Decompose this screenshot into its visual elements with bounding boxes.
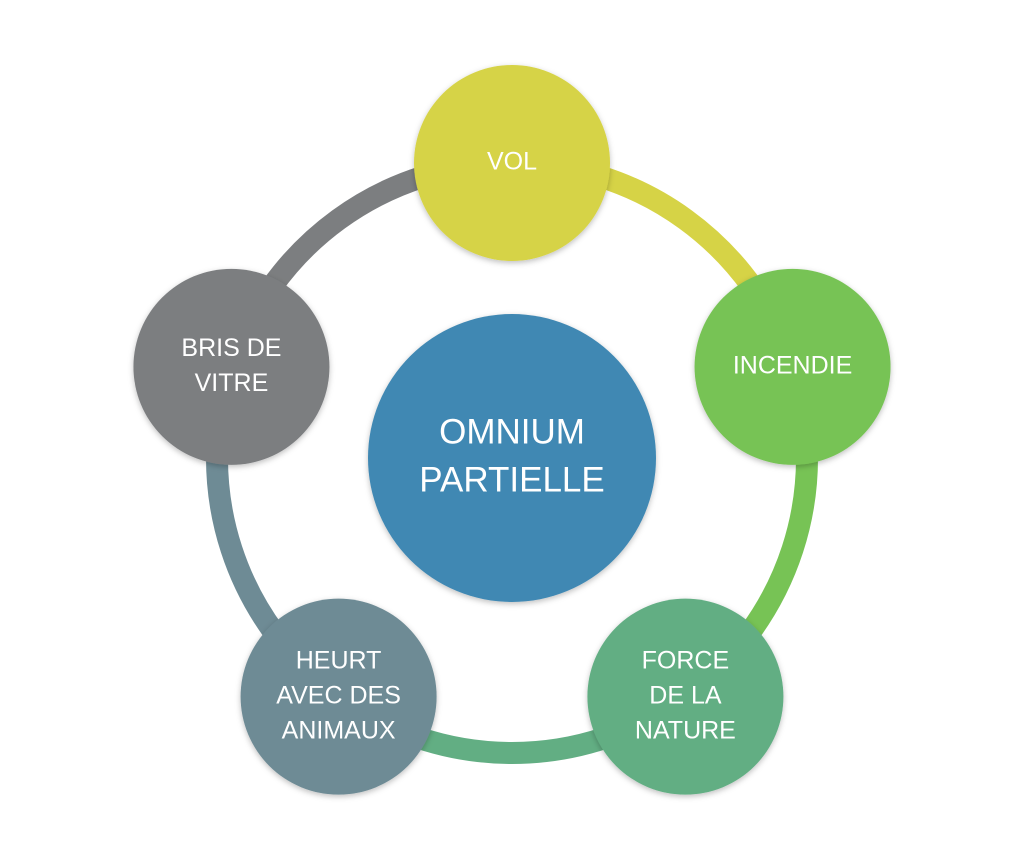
- center-group: OMNIUM PARTIELLE: [368, 314, 656, 602]
- node-label-heurt-avec-des-animaux-line-2: AVEC DES: [276, 681, 401, 709]
- node-incendie: INCENDIE: [694, 268, 891, 465]
- node-label-force-de-la-nature-line-2: DE LA: [649, 681, 722, 709]
- node-label-heurt-avec-des-animaux-line-3: ANIMAUX: [282, 716, 396, 744]
- node-label-vol-line-1: VOL: [487, 148, 537, 176]
- node-circle-vol: [414, 65, 610, 261]
- center-label-line-2: PARTIELLE: [419, 460, 604, 499]
- node-heurt-avec-des-animaux: HEURT AVEC DES ANIMAUX: [240, 598, 437, 795]
- node-label-bris-de-vitre-line-2: VITRE: [195, 369, 269, 397]
- node-bris-de-vitre: BRIS DE VITRE: [133, 268, 330, 465]
- node-force-de-la-nature: FORCE DE LA NATURE: [587, 598, 784, 795]
- node-circle-incendie: [694, 268, 891, 465]
- center-node: OMNIUM PARTIELLE: [368, 314, 656, 602]
- node-circle-heurt-avec-des-animaux: [240, 598, 437, 795]
- node-circle-bris-de-vitre: [133, 268, 330, 465]
- node-label-bris-de-vitre-line-1: BRIS DE: [181, 334, 281, 362]
- node-label-heurt-avec-des-animaux-line-1: HEURT: [296, 646, 382, 674]
- node-label-force-de-la-nature-line-1: FORCE: [642, 646, 730, 674]
- node-label-incendie-line-1: INCENDIE: [733, 351, 852, 379]
- center-label-line-1: OMNIUM: [439, 412, 585, 451]
- node-circle-force-de-la-nature: [587, 598, 784, 795]
- node-label-force-de-la-nature-line-3: NATURE: [635, 716, 736, 744]
- center-circle: [368, 314, 656, 602]
- node-vol: VOL: [414, 65, 610, 261]
- outer-nodes: VOL INCENDIE FORCE DE LA NATURE HEURT AVEC DES…: [133, 65, 891, 795]
